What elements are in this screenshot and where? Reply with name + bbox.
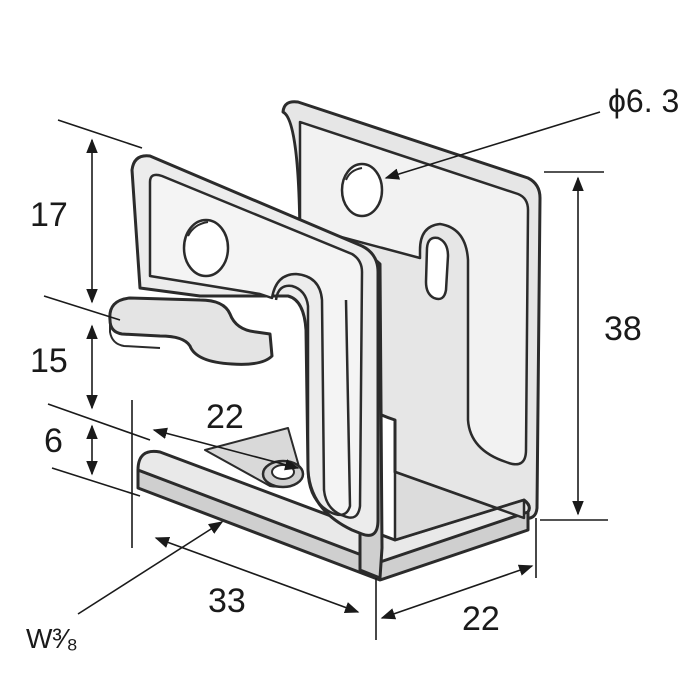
dim-22-depth-line — [380, 564, 534, 620]
front-plate — [108, 154, 384, 580]
upper-17-label: 17 — [30, 196, 68, 234]
middle-15-label: 15 — [30, 342, 68, 380]
length-33-label: 33 — [208, 582, 246, 620]
lower-6-label: 6 — [44, 422, 63, 460]
dim-22-inner-line — [152, 427, 300, 471]
depth-22-label: 22 — [462, 600, 500, 638]
back-plate — [281, 100, 542, 520]
thread-size-label: W³⁄₈ — [26, 623, 78, 654]
inner-width-22-label: 22 — [206, 398, 244, 436]
thread-leader — [77, 521, 224, 615]
hole-diameter-label: ϕ6. 3 — [608, 83, 679, 119]
hole-leader — [384, 111, 601, 180]
dimension-lines — [43, 111, 608, 640]
dim-33-line — [154, 537, 360, 613]
height-38-label: 38 — [604, 310, 642, 348]
